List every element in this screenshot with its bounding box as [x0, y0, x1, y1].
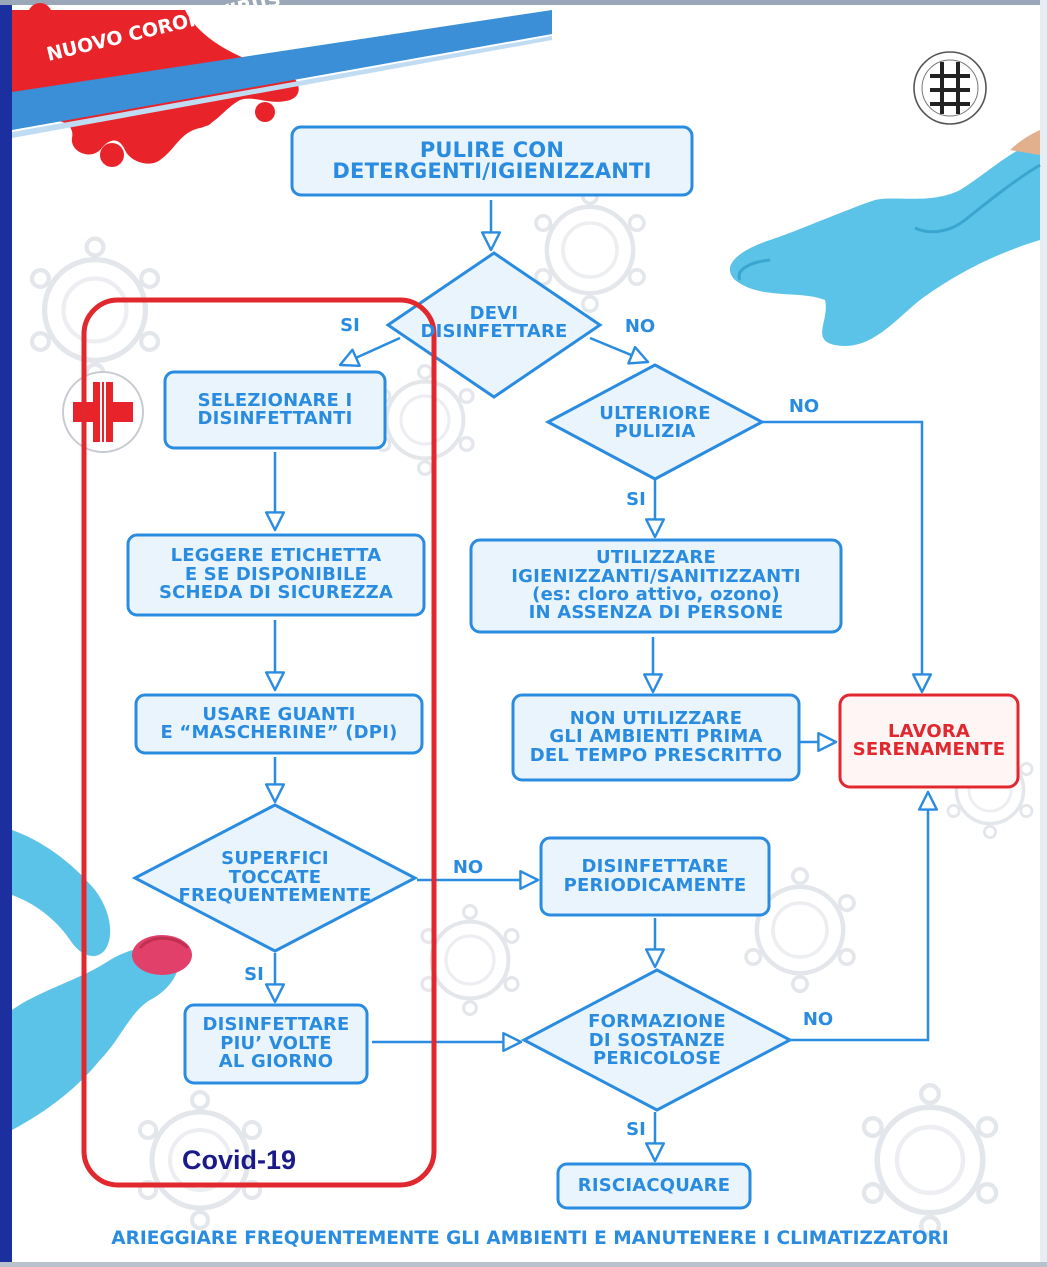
node-pulire-label: PULIRE CON DETERGENTI/IGIENIZZANTI — [332, 137, 652, 183]
node-disinfettare-piu-volte-label: DISINFETTARE PIU’ VOLTE AL GIORNO — [202, 1014, 350, 1073]
window-frame-bottom — [0, 1262, 1047, 1267]
edge-devi-si — [338, 336, 401, 368]
edge-label-si-ulteriore: SI — [626, 488, 646, 510]
edge-label-si-devi: SI — [340, 314, 360, 336]
edge-label-no-ulteriore: NO — [788, 395, 820, 417]
node-usare-guanti — [134, 693, 424, 755]
node-lavora-serenamente-label: LAVORA SERENAMENTE — [852, 720, 1006, 760]
edge-label-si-superfici: SI — [244, 963, 264, 985]
edge-label-no-devi: NO — [624, 315, 656, 337]
node-utilizzare-label: UTILIZZARE IGIENIZZANTI/SANITIZZANTI (es… — [511, 547, 801, 624]
node-leggere — [126, 533, 426, 617]
node-superfici-label: SUPERFICI TOCCATE FREQUENTEMENTE — [178, 848, 372, 907]
node-lavora-serenamente — [838, 693, 1020, 789]
node-risciacquare — [556, 1162, 752, 1210]
covid-highlight-box — [81, 297, 437, 1188]
edge-formazione-no — [790, 790, 939, 1042]
node-formazione — [520, 968, 794, 1112]
window-frame-left — [0, 0, 12, 1267]
node-disinfettare-piu-volte — [183, 1003, 369, 1085]
node-utilizzare — [469, 538, 843, 634]
edge-label-si-formazione: SI — [626, 1118, 646, 1140]
node-non-utilizzare — [511, 693, 801, 782]
window-frame-right — [1040, 0, 1047, 1267]
node-devi-disinfettare — [385, 251, 603, 399]
node-selezionare — [163, 370, 387, 450]
footer-text: ARIEGGIARE FREQUENTEMENTE GLI AMBIENTI E… — [111, 1228, 949, 1249]
node-usare-guanti-label: USARE GUANTI E “MASCHERINE” (DPI) — [160, 703, 398, 743]
node-risciacquare-label: RISCIACQUARE — [577, 1174, 731, 1196]
node-non-utilizzare-label: NON UTILIZZARE GLI AMBIENTI PRIMA DEL TE… — [529, 707, 783, 766]
window-frame-top — [0, 0, 1047, 5]
edge-devi-no — [589, 336, 650, 365]
banner-strip — [12, 10, 552, 138]
edge-label-no-superfici: NO — [452, 856, 484, 878]
logo-seal-icon — [913, 51, 987, 125]
edge-ulteriore-no — [762, 420, 933, 694]
node-disinfettare-periodicamente — [539, 836, 771, 917]
red-cross-icon — [62, 371, 144, 453]
node-superfici — [131, 803, 419, 953]
covid-label: Covid-19 — [182, 1145, 297, 1175]
edge-label-no-formazione: NO — [802, 1008, 834, 1030]
node-formazione-label: FORMAZIONE DI SOSTANZE PERICOLOSE — [588, 1011, 726, 1070]
node-disinfettare-periodicamente-label: DISINFETTARE PERIODICAMENTE — [563, 856, 747, 896]
node-selezionare-label: SELEZIONARE I DISINFETTANTI — [197, 389, 353, 429]
gloved-hand-icon — [729, 130, 1041, 346]
node-pulire — [290, 125, 694, 197]
node-ulteriore-pulizia-label: ULTERIORE PULIZIA — [599, 402, 711, 442]
node-devi-disinfettare-label: DEVI DISINFETTARE — [420, 302, 568, 342]
node-leggere-label: LEGGERE ETICHETTA E SE DISPONIBILE SCHED… — [158, 545, 394, 604]
